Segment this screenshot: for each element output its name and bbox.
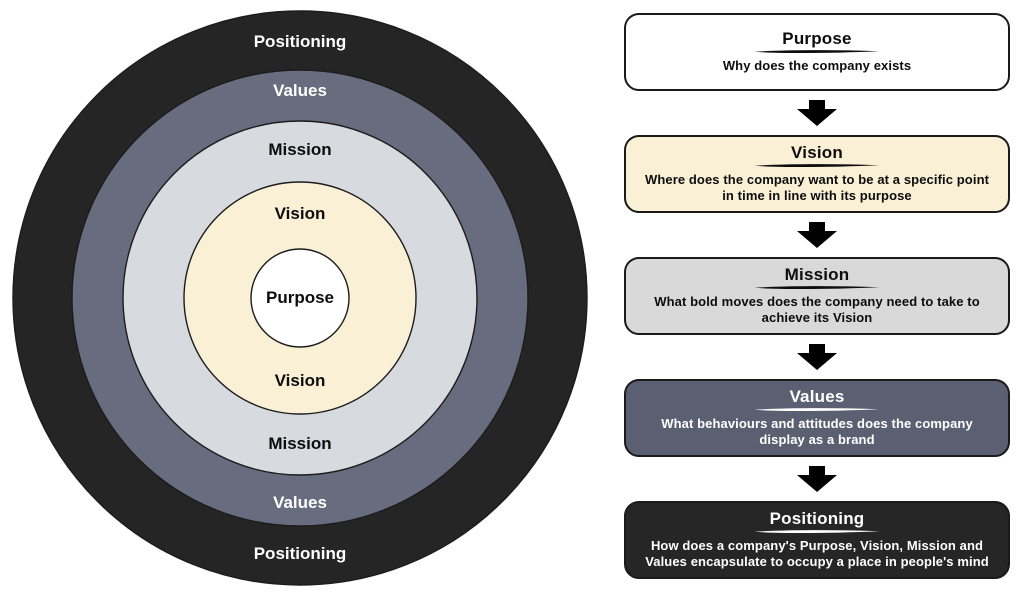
flow-panel: Purpose Why does the company exists Visi… <box>610 0 1024 592</box>
flow-box-vision: Vision Where does the company want to be… <box>624 135 1010 213</box>
down-arrow-icon <box>797 344 837 370</box>
flow-box-mission: Mission What bold moves does the company… <box>624 257 1010 335</box>
flow-box-title: Positioning <box>769 509 865 529</box>
ring-label-purpose: Purpose <box>266 288 334 307</box>
down-arrow-icon <box>797 466 837 492</box>
flow-box-positioning: Positioning How does a company's Purpose… <box>624 501 1010 579</box>
ring-label-vision-bottom: Vision <box>275 371 326 390</box>
ring-label-values-top: Values <box>273 81 327 100</box>
flow-box-title: Values <box>789 387 845 407</box>
down-arrow-icon <box>797 100 837 126</box>
flow-box-title: Purpose <box>782 29 852 49</box>
flow-box-purpose: Purpose Why does the company exists <box>624 13 1010 91</box>
title-underline-swash <box>754 285 880 289</box>
title-underline-swash <box>754 529 880 533</box>
ring-label-vision-top: Vision <box>275 204 326 223</box>
title-underline-swash <box>754 407 880 411</box>
concentric-diagram: Positioning Values Mission Vision Purpos… <box>12 10 588 586</box>
flow-box-description: What behaviours and attitudes does the c… <box>661 415 973 448</box>
title-underline-swash <box>754 50 880 53</box>
ring-label-values-bottom: Values <box>273 493 327 512</box>
flow-box-title: Mission <box>784 265 850 285</box>
flow-box-values: Values What behaviours and attitudes doe… <box>624 379 1010 457</box>
down-arrow-icon <box>797 222 837 248</box>
ring-label-positioning-top: Positioning <box>254 32 347 51</box>
arrow-gap <box>797 335 837 379</box>
flow-box-description: What bold moves does the company need to… <box>654 293 980 326</box>
arrow-gap <box>797 457 837 501</box>
flow-box-description: Why does the company exists <box>722 57 912 73</box>
ring-label-positioning-bottom: Positioning <box>254 544 347 563</box>
title-underline-swash <box>754 163 880 167</box>
flow-box-description: How does a company's Purpose, Vision, Mi… <box>645 537 989 570</box>
flow-box-title: Vision <box>791 143 843 163</box>
ring-purpose <box>250 248 350 348</box>
ring-label-mission-top: Mission <box>268 140 331 159</box>
ring-label-mission-bottom: Mission <box>268 434 331 453</box>
arrow-gap <box>797 213 837 257</box>
flow-box-description: Where does the company want to be at a s… <box>644 171 990 204</box>
arrow-gap <box>797 91 837 135</box>
